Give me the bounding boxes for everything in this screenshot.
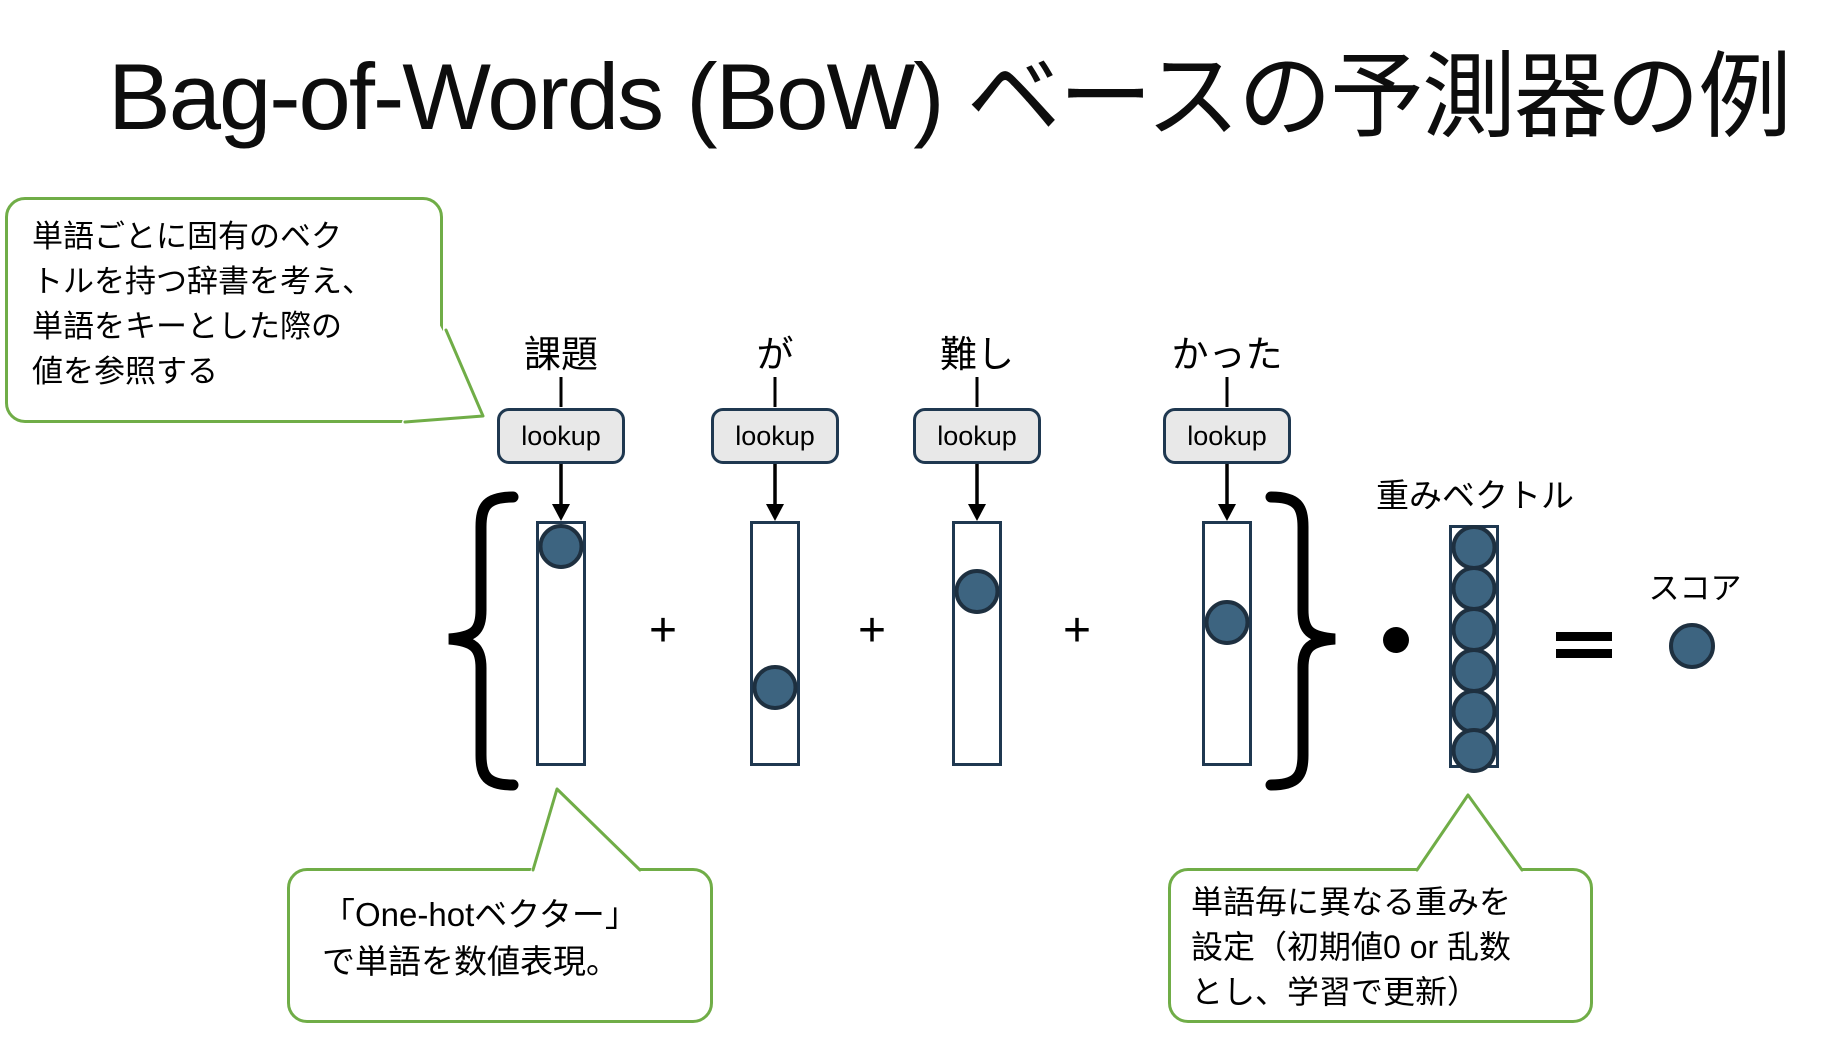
- callout-onehot-line: で単語を数値表現。: [322, 943, 619, 980]
- lookup-box: lookup: [711, 408, 839, 464]
- callout-dictionary-line: 値を参照する: [32, 354, 218, 389]
- lookup-box: lookup: [497, 408, 625, 464]
- callout-onehot-line: 「One-hotベクター」: [322, 896, 638, 933]
- word-label: 課題: [524, 334, 598, 375]
- equals-bar: [1556, 632, 1612, 641]
- onehot-column: [750, 521, 800, 766]
- onehot-column: [1202, 521, 1252, 766]
- weight-cell-dot: [1451, 566, 1497, 611]
- word-label: が: [756, 334, 794, 375]
- weight-cell-dot: [1451, 607, 1497, 652]
- lookup-to-vector-arrow: [552, 464, 570, 521]
- callout-weights-line: 設定（初期値0 or 乱数: [1191, 929, 1512, 965]
- hot-cell-dot: [954, 569, 1000, 614]
- onehot-column: [536, 521, 586, 766]
- weight-vector-label: 重みベクトル: [1376, 477, 1574, 514]
- plus-operator: +: [1062, 603, 1092, 657]
- score-dot: [1669, 623, 1715, 669]
- callout-dictionary-line: 単語ごとに固有のベク: [32, 219, 342, 254]
- callout-dictionary-line: トルを持つ辞書を考え、: [32, 264, 373, 299]
- callout-weights-tail: [1413, 793, 1526, 876]
- hot-cell-dot: [752, 665, 798, 710]
- callout-weights-line: とし、学習で更新）: [1191, 974, 1480, 1010]
- score-label: スコア: [1648, 571, 1742, 606]
- lookup-box: lookup: [913, 408, 1041, 464]
- word-label: 難し: [940, 334, 1014, 375]
- onehot-column: [952, 521, 1002, 766]
- lookup-box: lookup: [1163, 408, 1291, 464]
- equals-sign: [1556, 632, 1612, 658]
- callout-weights: 単語毎に異なる重みを 設定（初期値0 or 乱数 とし、学習で更新）: [1168, 868, 1593, 1023]
- lookup-to-vector-arrow: [766, 464, 784, 521]
- lookup-to-vector-arrow: [1218, 464, 1236, 521]
- weight-vector-column: [1449, 525, 1499, 773]
- weight-cell-dot: [1451, 728, 1497, 773]
- callout-weights-line: 単語毎に異なる重みを: [1191, 884, 1512, 920]
- callout-onehot-tail: [529, 787, 644, 876]
- lookup-to-vector-arrow: [968, 464, 986, 521]
- word-label: かった: [1171, 334, 1283, 375]
- slide-title: Bag-of-Words (BoW) ベースの予測器の例: [108, 44, 1792, 149]
- plus-operator: +: [648, 603, 678, 657]
- callout-dictionary-line: 単語をキーとした際の: [32, 309, 342, 344]
- plus-operator: +: [857, 603, 887, 657]
- weight-cell-dot: [1451, 648, 1497, 693]
- left-brace: [448, 491, 519, 791]
- dot-product-icon: [1383, 627, 1409, 653]
- hot-cell-dot: [538, 524, 584, 569]
- callout-dictionary: 単語ごとに固有のベク トルを持つ辞書を考え、 単語をキーとした際の 値を参照する: [5, 197, 443, 423]
- callout-onehot: 「One-hotベクター」 で単語を数値表現。: [287, 868, 713, 1023]
- hot-cell-dot: [1204, 600, 1250, 645]
- weight-cell-dot: [1451, 525, 1497, 570]
- right-brace: [1265, 491, 1336, 791]
- equals-bar: [1556, 649, 1612, 658]
